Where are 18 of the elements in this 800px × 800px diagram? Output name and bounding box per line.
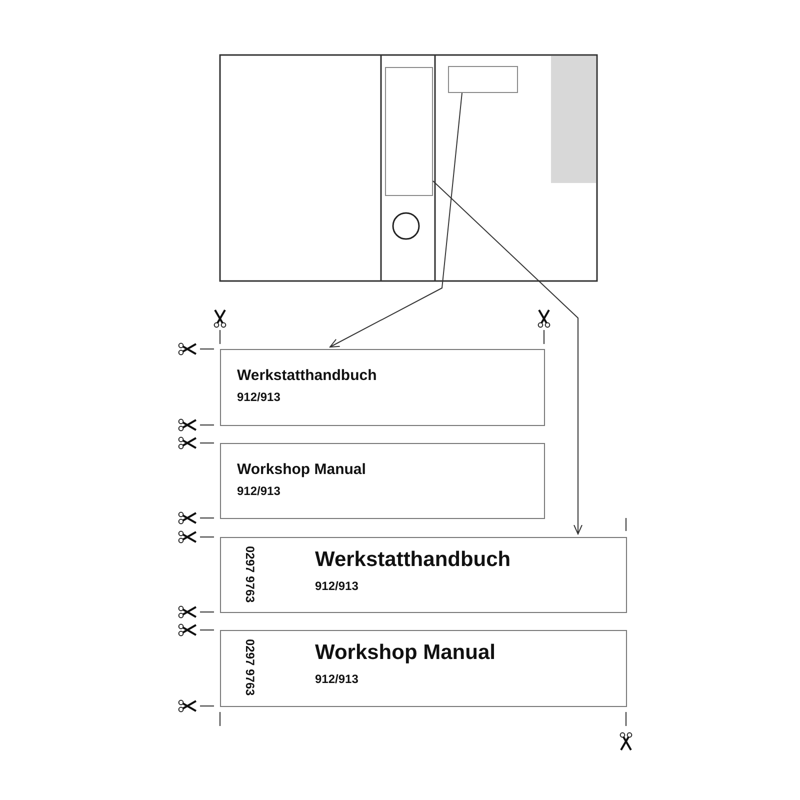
arrow — [330, 92, 462, 348]
label-strip — [220, 630, 627, 707]
label-title: Werkstatthandbuch — [315, 548, 511, 572]
label-title: Workshop Manual — [237, 461, 366, 478]
model-number: 912/913 — [237, 484, 280, 498]
part-number: 0297 9763 — [243, 639, 257, 696]
arrow — [432, 180, 582, 534]
label-strip — [220, 443, 545, 519]
part-number: 0297 9763 — [243, 546, 257, 603]
label-slot — [385, 67, 433, 196]
model-number: 912/913 — [315, 579, 358, 593]
label-strip — [220, 537, 627, 613]
model-number: 912/913 — [315, 672, 358, 686]
label-title: Werkstatthandbuch — [237, 367, 377, 384]
label-strip — [220, 349, 545, 426]
label-title: Workshop Manual — [315, 641, 496, 665]
model-number: 912/913 — [237, 390, 280, 404]
label-slot — [448, 66, 518, 93]
